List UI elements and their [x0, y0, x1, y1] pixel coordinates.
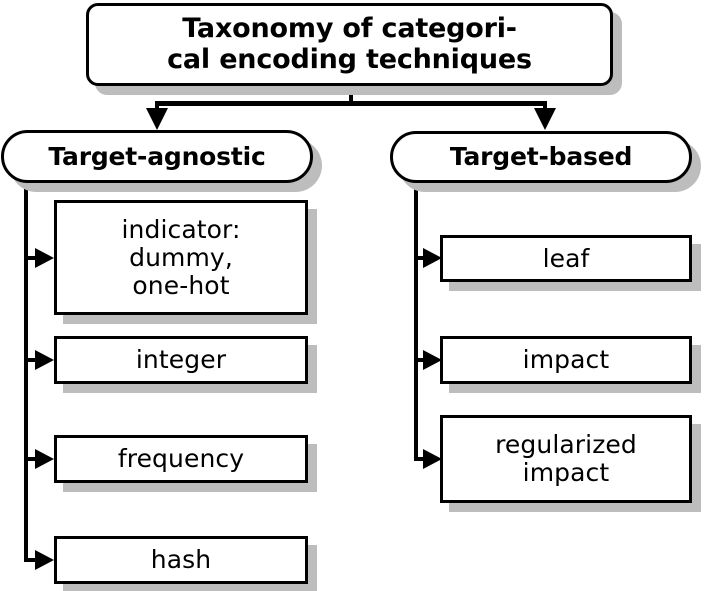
branch-target-based-label: Target-based: [449, 142, 633, 171]
left-branch-trunk: [24, 180, 28, 562]
root-connector-stem: [349, 86, 353, 105]
left-connector-integer: [24, 358, 41, 362]
right-branch-trunk: [414, 180, 418, 461]
leaf-hash-label: hash: [150, 545, 212, 574]
root-connector-right-arrowhead: [534, 108, 556, 130]
leaf-node-regularized-impact[interactable]: regularized impact: [440, 415, 692, 503]
right-connector-impact: [414, 358, 431, 362]
leaf-node-impact[interactable]: impact: [440, 336, 692, 384]
leaf-frequency-label: frequency: [117, 444, 245, 473]
left-arrowhead-hash: [35, 550, 54, 570]
leaf-node-leaf[interactable]: leaf: [440, 235, 692, 282]
branch-target-agnostic-label: Target-agnostic: [48, 141, 266, 171]
leaf-integer-label: integer: [135, 345, 227, 374]
left-arrowhead-indicator: [35, 248, 54, 268]
root-connector-left-drop: [155, 101, 159, 111]
root-connector-right-drop: [543, 101, 547, 111]
leaf-node-hash[interactable]: hash: [54, 536, 308, 584]
root-connector-bar: [155, 101, 547, 106]
branch-node-target-agnostic[interactable]: Target-agnostic: [1, 130, 313, 183]
right-arrowhead-leaf: [423, 248, 442, 268]
leaf-node-indicator[interactable]: indicator: dummy, one-hot: [54, 200, 308, 315]
leaf-node-integer[interactable]: integer: [54, 336, 308, 384]
right-arrowhead-regularized-impact: [423, 449, 442, 469]
right-arrowhead-impact: [423, 350, 442, 370]
branch-node-target-based[interactable]: Target-based: [390, 131, 692, 183]
right-connector-leaf: [414, 256, 431, 260]
root-connector-left-arrowhead: [146, 108, 168, 130]
leaf-impact-label: impact: [522, 345, 610, 374]
right-connector-regularized-impact: [414, 457, 431, 461]
left-connector-frequency: [24, 457, 41, 461]
leaf-node-frequency[interactable]: frequency: [54, 435, 308, 483]
left-connector-indicator: [24, 256, 41, 260]
leaf-regularized-impact-label: regularized impact: [495, 430, 637, 487]
leaf-leaf-label: leaf: [542, 243, 590, 273]
root-node-label: Taxonomy of categori- cal encoding techn…: [167, 13, 532, 75]
root-node-taxonomy[interactable]: Taxonomy of categori- cal encoding techn…: [86, 3, 613, 86]
left-arrowhead-integer: [35, 350, 54, 370]
leaf-indicator-label: indicator: dummy, one-hot: [121, 214, 241, 300]
left-arrowhead-frequency: [35, 449, 54, 469]
left-connector-hash: [24, 558, 41, 562]
